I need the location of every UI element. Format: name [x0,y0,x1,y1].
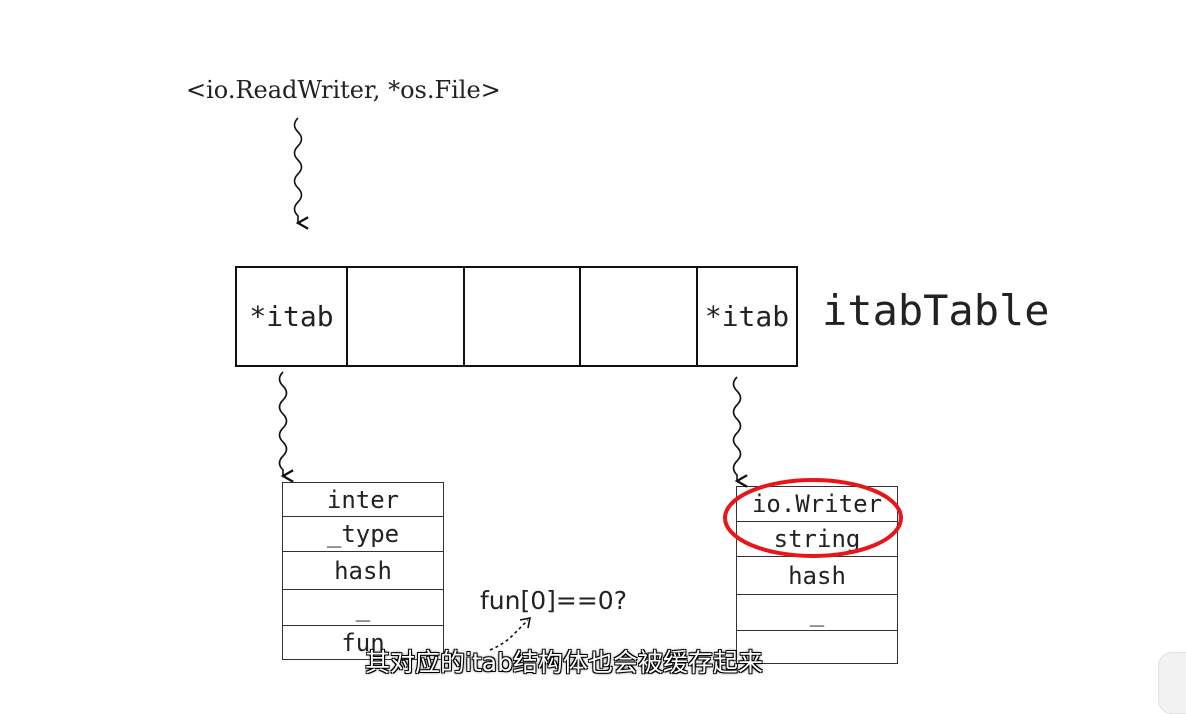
dashed-arrow-head [519,616,532,629]
left-itab-field-underscore: _ [283,590,443,626]
itab-table-cell-4: *itab [704,300,790,333]
type-pair-label: <io.ReadWriter, *os.File> [186,76,501,104]
highlight-circle [723,478,903,558]
right-itab-field-hash: hash [737,557,897,595]
itab-table: *itab *itab [235,266,798,367]
squiggle-arrow-right [732,376,748,488]
itab-table-title: itabTable [822,286,1050,335]
left-itab-struct: inter _type hash _ fun [282,482,444,660]
fun-check-annotation: fun[0]==0? [480,586,627,615]
diagram-canvas: <io.ReadWriter, *os.File> *itab *itab it… [186,76,1186,714]
itab-table-cell-3 [581,268,698,365]
connectors-layer [278,117,903,651]
itab-table-cell-0: *itab [237,268,348,365]
left-itab-field-fun: fun [341,628,385,657]
left-itab-field-inter: inter [283,483,443,517]
left-itab-field-hash: hash [283,552,443,590]
squiggle-arrow-top [293,117,309,230]
itab-table-cell-2 [465,268,581,365]
right-itab-struct: io.Writer string hash _ [736,486,898,664]
right-itab-field-underscore: _ [737,595,897,631]
dashed-arrow-fun [489,619,529,651]
left-itab-field-type: _type [283,517,443,552]
squiggle-arrow-left [278,371,294,483]
video-subtitle: 其对应的itab结构体也会被缓存起来 [365,648,763,677]
right-itab-field-inter: io.Writer [737,487,897,522]
itab-table-cell-1 [348,268,465,365]
